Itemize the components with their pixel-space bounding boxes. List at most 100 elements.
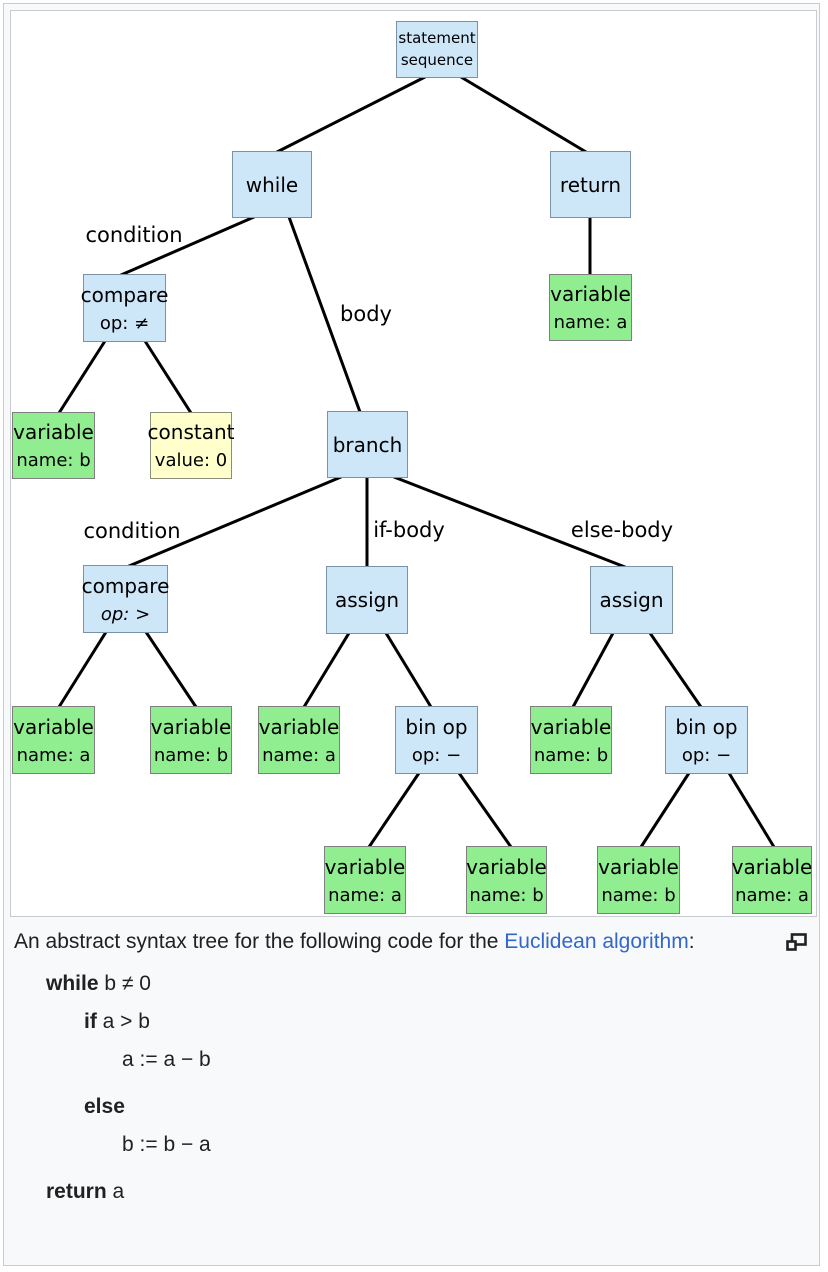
tree-edge — [57, 630, 108, 709]
tree-node-label: variable — [466, 854, 547, 879]
code-keyword: return — [46, 1180, 107, 1203]
code-text: b ≠ 0 — [98, 972, 151, 995]
tree-node-label: compare — [80, 282, 169, 307]
tree-node-label: variable — [13, 420, 94, 444]
euclidean-algorithm-link[interactable]: Euclidean algorithm — [504, 930, 689, 953]
tree-node-label: branch — [332, 432, 403, 457]
code-line: b := b − a — [14, 1126, 809, 1164]
figure-caption: An abstract syntax tree for the followin… — [10, 917, 813, 1211]
edge-label-if-body: if-body — [373, 518, 445, 542]
tree-node-return: return — [550, 151, 631, 218]
tree-node-label: assign — [599, 588, 664, 612]
tree-node-label: variable — [598, 854, 679, 879]
edge-label-condition: condition — [85, 223, 183, 247]
figure-frame: statement sequence while return compare op: ≠… — [3, 3, 820, 1266]
code-text: a := a − b — [122, 1048, 211, 1071]
tree-node-label: variable — [731, 854, 813, 879]
tree-edge — [302, 631, 351, 709]
tree-node-label: name: b — [16, 450, 91, 471]
tree-node-label: value: 0 — [154, 450, 228, 471]
tree-node-label: bin op — [675, 714, 738, 739]
tree-node-variable-b-sub-else: variable name: b — [597, 846, 680, 914]
code-line: while b ≠ 0 — [14, 965, 809, 1003]
tree-node-label: variable — [324, 854, 406, 879]
tree-edge — [392, 475, 627, 569]
tree-edge — [459, 75, 588, 154]
tree-edge — [384, 631, 433, 709]
tree-node-label: name: a — [553, 312, 628, 333]
tree-node-variable-a-sub-if: variable name: a — [324, 846, 406, 914]
tree-node-label: name: a — [328, 884, 402, 906]
tree-node-label: name: a — [262, 744, 336, 766]
tree-node-variable-b-assign-else: variable name: b — [530, 706, 612, 774]
caption-text-after: : — [688, 930, 695, 953]
tree-node-variable-a-return: variable name: a — [549, 274, 632, 341]
tree-node-label: constant — [147, 420, 235, 444]
caption-text-before: An abstract syntax tree for the followin… — [14, 930, 505, 953]
tree-edge — [57, 339, 107, 415]
tree-node-label: name: b — [469, 884, 544, 906]
code-text: a > b — [96, 1010, 150, 1033]
tree-node-label: op: > — [100, 603, 151, 625]
tree-edge — [119, 215, 256, 277]
tree-node-label: variable — [13, 714, 94, 739]
tree-edge — [143, 339, 193, 415]
edge-label-condition: condition — [83, 519, 181, 543]
tree-node-while: while — [232, 151, 312, 218]
tree-node-constant-0: constant value: 0 — [147, 412, 235, 479]
tree-node-label: sequence — [400, 50, 474, 69]
tree-node-variable-b-while-cond: variable name: b — [12, 412, 95, 479]
tree-node-binop-minus-else: bin op op: − — [665, 706, 748, 774]
tree-edge — [144, 630, 198, 709]
edge-label-body: body — [340, 302, 392, 326]
code-line: a := a − b — [14, 1041, 809, 1079]
tree-node-label: name: b — [601, 884, 676, 906]
tree-node-label: name: a — [735, 884, 809, 906]
code-line: else — [14, 1088, 809, 1126]
tree-node-label: op: ≠ — [99, 312, 150, 334]
tree-node-label: name: b — [533, 744, 609, 766]
tree-edge — [571, 631, 615, 709]
code-keyword: while — [46, 972, 99, 995]
tree-edge — [275, 75, 427, 154]
tree-node-label: op: − — [411, 744, 462, 766]
tree-node-label: variable — [258, 714, 340, 739]
tree-edge — [648, 631, 703, 709]
tree-edge — [127, 475, 343, 568]
edge-label-else-body: else-body — [570, 518, 674, 542]
magnify-icon[interactable] — [786, 927, 807, 965]
tree-edge — [367, 771, 421, 849]
tree-node-variable-b-sub-if: variable name: b — [466, 846, 547, 914]
code-line: return a — [14, 1173, 809, 1211]
caption-text: An abstract syntax tree for the followin… — [14, 923, 714, 961]
tree-edges — [57, 75, 776, 849]
tree-node-label: assign — [334, 588, 400, 612]
tree-edge — [287, 215, 362, 414]
tree-node-label: name: b — [153, 744, 229, 766]
code-line: if a > b — [14, 1003, 809, 1041]
ast-diagram-image: statement sequence while return compare op: ≠… — [10, 10, 817, 917]
tree-node-label: statement — [398, 28, 476, 47]
tree-node-label: variable — [550, 282, 631, 306]
tree-edge — [727, 771, 776, 849]
tree-node-statement-sequence: statement sequence — [396, 21, 478, 78]
tree-node-label: return — [559, 172, 622, 197]
ast-tree: statement sequence while return compare op: ≠… — [11, 11, 816, 916]
code-text: b := b − a — [122, 1133, 211, 1156]
tree-node-variable-a-assign-if: variable name: a — [258, 706, 340, 774]
tree-node-variable-b-gt: variable name: b — [150, 706, 232, 774]
tree-node-variable-a-sub-else: variable name: a — [732, 846, 812, 914]
tree-edge — [639, 771, 691, 849]
tree-node-label: variable — [530, 714, 612, 739]
tree-node-compare-neq: compare op: ≠ — [80, 274, 169, 342]
tree-node-label: variable — [150, 714, 232, 739]
tree-node-label: op: − — [681, 744, 732, 766]
code-keyword: else — [84, 1095, 125, 1118]
code-keyword: if — [84, 1010, 97, 1033]
code-text: a — [106, 1180, 125, 1203]
tree-node-label: while — [245, 172, 299, 197]
